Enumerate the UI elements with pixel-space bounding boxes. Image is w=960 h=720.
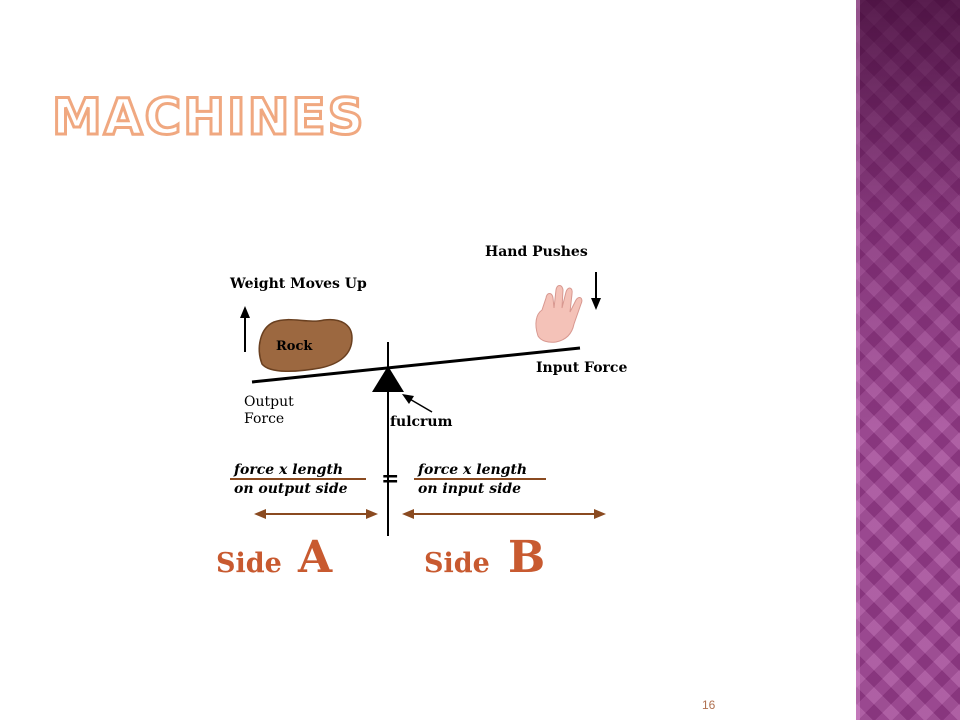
side-b-length-arrow bbox=[402, 509, 606, 519]
side-b-word: Side bbox=[424, 548, 490, 579]
side-a-length-arrow bbox=[254, 509, 378, 519]
hand-icon bbox=[535, 285, 583, 343]
slide-title: MACHINES bbox=[51, 88, 366, 146]
weight-moves-up-label: Weight Moves Up bbox=[229, 276, 367, 292]
down-arrow-icon bbox=[591, 272, 601, 310]
hand-pushes-label: Hand Pushes bbox=[485, 244, 588, 260]
lever-diagram: Weight Moves Up Hand Pushes Rock Input F… bbox=[200, 228, 640, 598]
decorative-side-panel bbox=[856, 0, 960, 720]
right-formula-line1: force x length bbox=[417, 462, 527, 478]
right-formula-line2: on input side bbox=[418, 481, 521, 497]
side-a-word: Side bbox=[216, 548, 282, 579]
page-number: 16 bbox=[702, 698, 716, 712]
lever-diagram-svg: Weight Moves Up Hand Pushes Rock Input F… bbox=[216, 244, 627, 583]
output-force-label-line1: Output bbox=[244, 394, 294, 410]
side-a-letter: A bbox=[297, 532, 333, 583]
rock-label: Rock bbox=[276, 339, 313, 354]
fulcrum-label: fulcrum bbox=[390, 414, 453, 430]
fulcrum-triangle bbox=[372, 366, 404, 392]
left-formula-line1: force x length bbox=[233, 462, 343, 478]
side-b-letter: B bbox=[508, 532, 545, 583]
fulcrum-pointer-arrow bbox=[402, 394, 433, 413]
output-force-label-line2: Force bbox=[244, 411, 284, 427]
side-panel-edge bbox=[856, 0, 860, 720]
lever-board bbox=[251, 346, 581, 384]
up-arrow-icon bbox=[240, 306, 250, 352]
left-formula-line2: on output side bbox=[234, 481, 348, 497]
rock-icon bbox=[258, 318, 353, 372]
input-force-label: Input Force bbox=[536, 360, 627, 376]
equals-sign: = bbox=[381, 466, 399, 492]
